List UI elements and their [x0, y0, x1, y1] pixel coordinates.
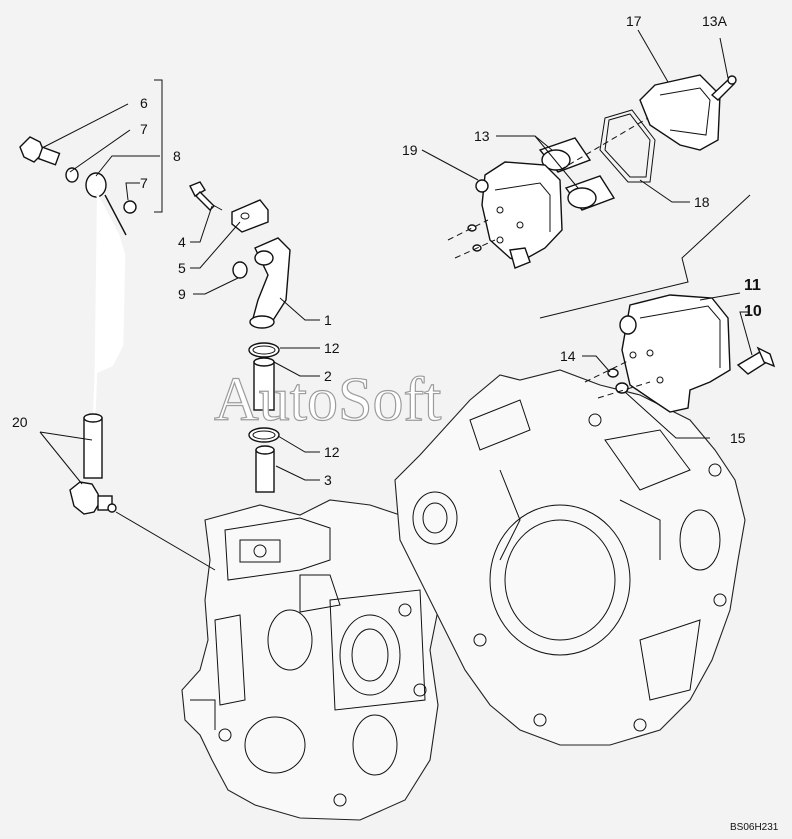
callout-12-upper: 12 — [324, 340, 340, 356]
cooler-assembly — [584, 294, 776, 413]
front-housing — [181, 499, 441, 821]
callout-3: 3 — [324, 472, 332, 488]
callout-13: 13 — [474, 128, 490, 144]
callout-14: 14 — [560, 348, 576, 364]
leader-lines — [39, 29, 753, 485]
callout-12-lower: 12 — [324, 444, 340, 460]
callout-5: 5 — [178, 260, 186, 276]
figure-code: BS06H231 — [730, 822, 779, 833]
upper-right-assembly — [447, 74, 751, 319]
callout-9: 9 — [178, 286, 186, 302]
callout-7-lower: 7 — [140, 175, 148, 191]
callout-4: 4 — [178, 234, 186, 250]
callout-18: 18 — [694, 194, 710, 210]
callout-20: 20 — [12, 414, 28, 430]
center-parts — [189, 181, 291, 493]
callout-13a: 13A — [702, 13, 728, 29]
callout-17: 17 — [626, 13, 642, 29]
callout-15: 15 — [730, 430, 746, 446]
callout-7-upper: 7 — [140, 121, 148, 137]
callout-1: 1 — [324, 312, 332, 328]
callout-2: 2 — [324, 368, 332, 384]
watermark: AutoSoft — [214, 366, 441, 434]
callout-11: 11 — [744, 277, 761, 294]
oil-tube-assembly — [19, 136, 216, 571]
callout-labels: 6 7 8 7 4 5 9 1 12 2 12 3 20 19 13 17 13… — [12, 13, 762, 488]
callout-10: 10 — [744, 303, 762, 320]
rear-housing — [394, 369, 746, 746]
callout-6: 6 — [140, 95, 148, 111]
callout-8: 8 — [173, 148, 181, 164]
callout-19: 19 — [402, 142, 418, 158]
